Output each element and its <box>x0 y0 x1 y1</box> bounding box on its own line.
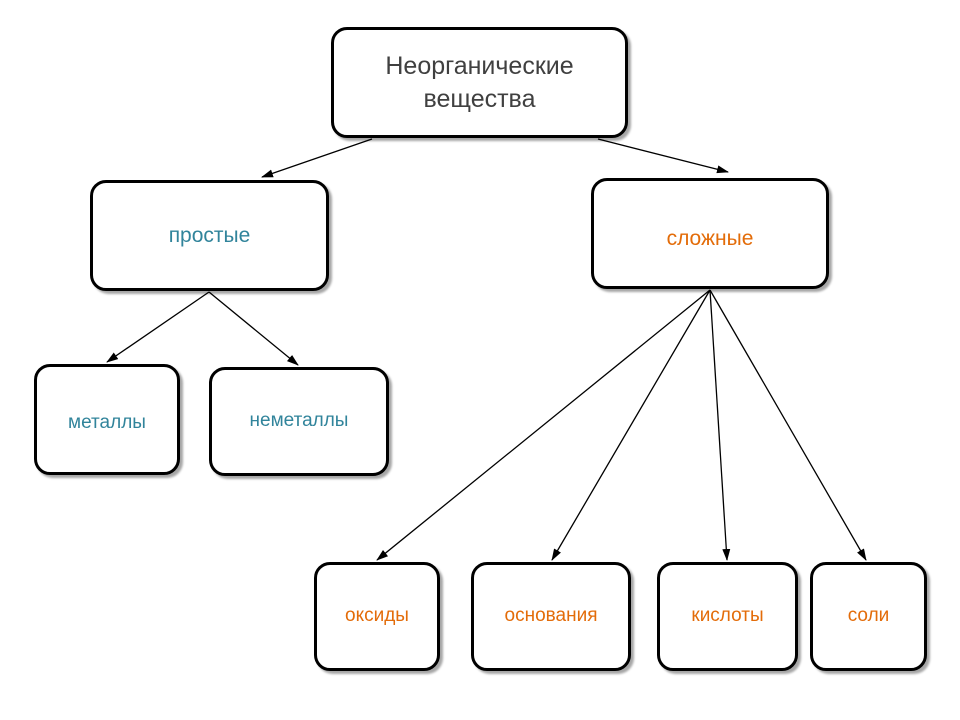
arrow-complex-to-oxides <box>376 289 711 561</box>
arrow-simple-to-nonmetals <box>208 291 299 366</box>
node-inorganic-substances-line2: вещества <box>423 84 536 113</box>
node-metals: металлы <box>34 364 180 475</box>
node-oxides-label: оксиды <box>345 605 409 627</box>
node-simple: простые <box>90 180 329 291</box>
arrow-simple-to-metals <box>106 291 210 363</box>
node-acids: кислоты <box>657 562 798 671</box>
arrow-complex-to-salts <box>709 289 867 561</box>
arrow-complex-to-bases <box>551 289 711 561</box>
arrow-root-to-simple <box>261 138 373 178</box>
node-nonmetals-label: неметаллы <box>249 410 349 432</box>
node-metals-label: металлы <box>68 412 146 433</box>
node-salts-label: соли <box>847 605 890 627</box>
arrow-root-to-complex <box>597 138 729 174</box>
node-complex: сложные <box>591 178 829 289</box>
node-simple-label: простые <box>168 223 251 247</box>
node-oxides: оксиды <box>314 562 440 671</box>
node-salts: соли <box>810 562 927 671</box>
node-inorganic-substances-line1: Неорганические <box>385 52 574 80</box>
node-complex-label: сложные <box>666 227 754 250</box>
node-bases: основания <box>471 562 631 671</box>
arrow-complex-to-acids <box>709 289 731 561</box>
node-nonmetals: неметаллы <box>209 367 389 476</box>
node-bases-label: основания <box>504 605 598 627</box>
node-acids-label: кислоты <box>691 605 764 627</box>
node-inorganic-substances: Неорганические вещества <box>331 27 628 138</box>
